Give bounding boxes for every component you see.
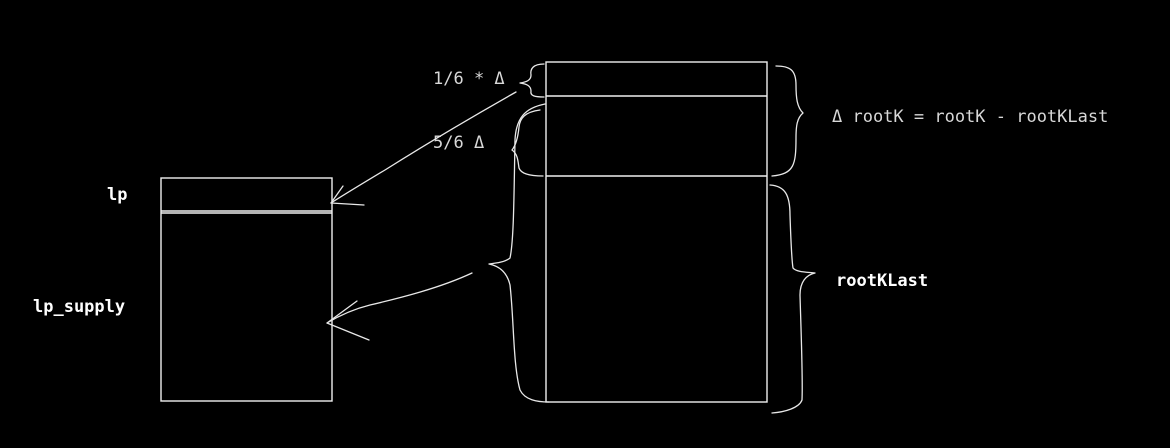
delta-rootk-label: Δ rootK = rootK - rootKLast <box>832 107 1108 127</box>
large-left-brace <box>488 103 550 403</box>
top-slice-label: 1/6 * Δ <box>433 69 505 89</box>
lp-label: lp <box>107 185 127 205</box>
arrow-to-lp-supply-shaft <box>326 272 473 324</box>
delta-right-brace <box>771 65 804 177</box>
left-box-outline <box>160 177 333 402</box>
arrow-to-lp <box>330 91 517 206</box>
rootklast-label: rootKLast <box>836 271 928 291</box>
right-box-outline <box>545 61 768 403</box>
arrow-to-lp-shaft <box>330 91 517 204</box>
arrow-to-lp-supply-head <box>326 300 370 341</box>
middle-slice-label: 5/6 Δ <box>433 133 484 153</box>
middle-slice-left-brace <box>511 109 544 177</box>
left-box <box>160 177 333 402</box>
right-box <box>545 61 768 403</box>
arrow-to-lp-supply <box>326 272 473 341</box>
arrow-to-lp-head <box>330 185 365 206</box>
top-slice-left-brace <box>519 63 545 98</box>
rootklast-right-brace <box>769 184 816 414</box>
lp-supply-label: lp_supply <box>33 297 125 317</box>
